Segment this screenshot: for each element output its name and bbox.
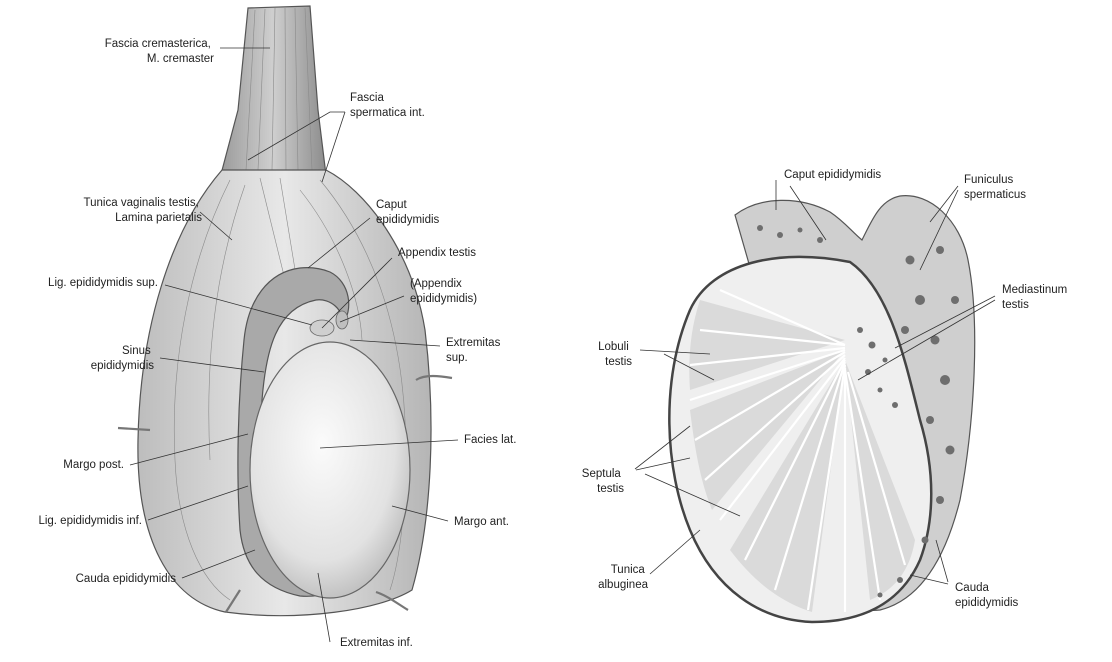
left-illustration <box>118 6 452 616</box>
label-caput-epididymidis-left: Caput epididymidis <box>376 199 440 226</box>
label-fascia-cremasterica: Fascia cremasterica, M. cremaster <box>105 38 214 65</box>
label-tunica-albuginea: Tunica albuginea <box>598 564 648 591</box>
label-tunica-vaginalis: Tunica vaginalis testis, Lamina parietal… <box>84 197 203 224</box>
label-appendix-epididymidis: (Appendix epididymidis) <box>410 278 477 305</box>
label-lobuli: Lobuli testis <box>598 341 632 368</box>
right-illustration <box>669 196 974 622</box>
label-appendix-testis: Appendix testis <box>398 247 476 259</box>
label-mediastinum: Mediastinum testis <box>1002 284 1070 311</box>
label-margo-post: Margo post. <box>63 459 124 471</box>
label-cauda-epididymidis-left: Cauda epididymidis <box>76 573 177 585</box>
label-fascia-spermatica: Fascia spermatica int. <box>350 92 425 119</box>
label-margo-ant: Margo ant. <box>454 516 509 528</box>
cremaster-cord <box>220 6 326 178</box>
label-cauda-epididymidis-right: Cauda epididymidis <box>955 582 1019 609</box>
label-septula: Septula testis <box>582 468 624 495</box>
label-facies-lat: Facies lat. <box>464 434 516 446</box>
label-caput-epididymidis-right: Caput epididymidis <box>784 169 881 181</box>
testis-body <box>250 342 410 598</box>
label-lig-sup: Lig. epididymidis sup. <box>48 277 158 289</box>
label-funiculus: Funiculus spermaticus <box>964 174 1026 201</box>
appendix-epididymidis-shape <box>336 311 348 329</box>
label-lig-inf: Lig. epididymidis inf. <box>38 515 142 527</box>
label-extremitas-inf: Extremitas inf. <box>340 637 413 649</box>
label-extremitas-sup: Extremitas sup. <box>446 337 504 364</box>
